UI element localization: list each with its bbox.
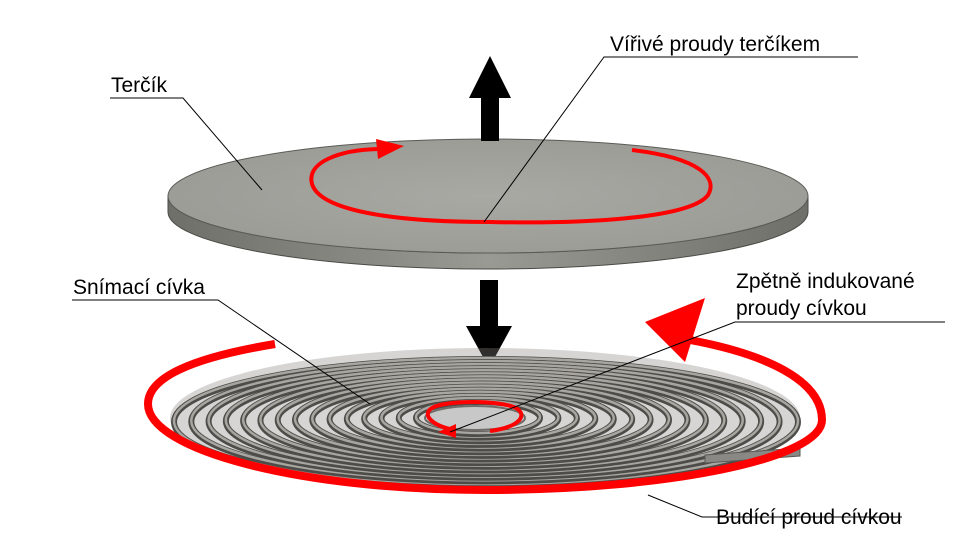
leader-eddy-currents	[483, 56, 858, 223]
leader-induced	[449, 321, 945, 433]
arrow-up-icon	[469, 56, 511, 141]
leader-target	[110, 97, 263, 191]
leader-lines	[72, 56, 945, 518]
label-excitation: Budící proud cívkou	[716, 506, 902, 529]
excitation-current-loop	[143, 298, 827, 495]
induced-current-loop	[425, 400, 524, 438]
induced-current-arrowhead-icon	[438, 424, 456, 438]
label-induced-line1: Zpětně indukované	[736, 270, 915, 293]
eddy-current-arrowhead-icon	[376, 139, 404, 159]
leader-excitation	[647, 494, 902, 518]
label-sensing-coil: Snímací cívka	[73, 276, 205, 299]
label-eddy-currents: Vířivé proudy terčíkem	[610, 33, 820, 56]
coil-center	[424, 405, 526, 431]
eddy-current-loop	[309, 139, 713, 225]
coil-turns	[171, 356, 801, 488]
excitation-current-arrowhead-icon	[645, 298, 705, 362]
arrow-down-icon	[466, 280, 512, 368]
leader-sensing-coil	[72, 299, 371, 405]
label-target: Terčík	[111, 74, 168, 97]
label-induced-line2: proudy cívkou	[736, 297, 867, 320]
target-disc-top	[167, 138, 809, 254]
target-disc	[167, 138, 809, 270]
